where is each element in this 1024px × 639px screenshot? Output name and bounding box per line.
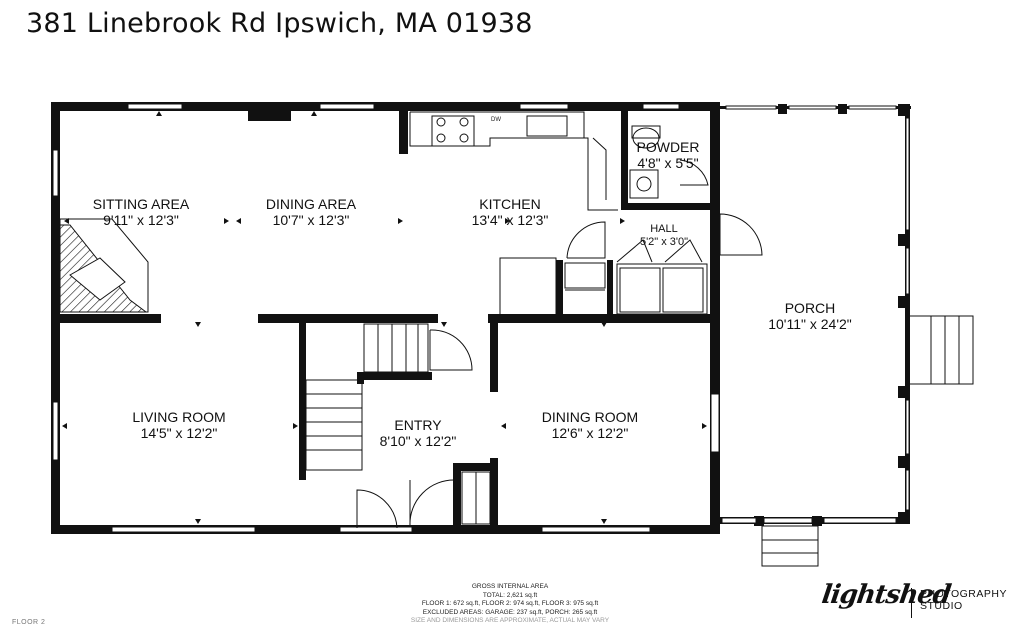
floor-label: FLOOR 2 bbox=[12, 619, 46, 626]
logo-text: PHOTOGRAPHY STUDIO bbox=[920, 588, 1007, 612]
dishwasher-label: DW bbox=[491, 117, 501, 123]
area-heading: GROSS INTERNAL AREA bbox=[471, 583, 549, 590]
room-dims-dining-room: 12'6" x 12'2" bbox=[552, 425, 629, 441]
stairs bbox=[305, 323, 491, 525]
room-name-sitting-area: SITTING AREA bbox=[93, 196, 190, 212]
room-dims-sitting-area: 9'11" x 12'3" bbox=[103, 212, 179, 228]
room-dims-hall: 5'2" x 3'0" bbox=[640, 236, 688, 248]
area-excluded: EXCLUDED AREAS: GARAGE: 237 sq.ft, PORCH… bbox=[422, 608, 598, 616]
room-name-dining-room: DINING ROOM bbox=[542, 409, 638, 425]
powder-fixtures bbox=[629, 125, 709, 199]
room-name-dining-area: DINING AREA bbox=[266, 196, 357, 212]
room-dims-porch: 10'11" x 24'2" bbox=[768, 316, 852, 332]
room-dims-powder: 4'8" x 5'5" bbox=[637, 155, 698, 171]
laundry-fixtures bbox=[564, 262, 708, 315]
door-swings bbox=[356, 213, 763, 529]
room-dims-kitchen: 13'4" x 12'3" bbox=[472, 212, 549, 228]
gross-internal-area: GROSS INTERNAL AREA TOTAL: 2,621 sq.ft F… bbox=[400, 583, 620, 626]
area-floors: FLOOR 1: 672 sq.ft, FLOOR 2: 974 sq.ft, … bbox=[421, 600, 599, 607]
room-name-porch: PORCH bbox=[785, 300, 836, 316]
fireplace bbox=[59, 218, 149, 313]
room-name-entry: ENTRY bbox=[394, 417, 442, 433]
windows bbox=[52, 103, 910, 533]
logo-divider bbox=[911, 588, 912, 618]
room-dims-entry: 8'10" x 12'2" bbox=[380, 433, 457, 449]
dimension-markers bbox=[62, 111, 707, 524]
room-name-powder: POWDER bbox=[637, 139, 700, 155]
area-note: SIZE AND DIMENSIONS ARE APPROXIMATE, ACT… bbox=[410, 617, 610, 624]
logo-line-1: PHOTOGRAPHY bbox=[920, 588, 1007, 600]
room-name-kitchen: KITCHEN bbox=[479, 196, 540, 212]
room-dims-dining-area: 10'7" x 12'3" bbox=[273, 212, 350, 228]
kitchen-counters bbox=[409, 111, 618, 317]
studio-logo: lightshed PHOTOGRAPHY STUDIO bbox=[820, 578, 1012, 634]
porch-steps bbox=[761, 315, 974, 567]
room-name-living-room: LIVING ROOM bbox=[132, 409, 225, 425]
property-address: 381 Linebrook Rd Ipswich, MA 01938 bbox=[26, 8, 533, 39]
area-total: TOTAL: 2,621 sq.ft bbox=[482, 591, 538, 599]
logo-line-2: STUDIO bbox=[920, 600, 963, 612]
room-name-hall: HALL bbox=[650, 223, 678, 235]
room-dims-living-room: 14'5" x 12'2" bbox=[141, 425, 218, 441]
